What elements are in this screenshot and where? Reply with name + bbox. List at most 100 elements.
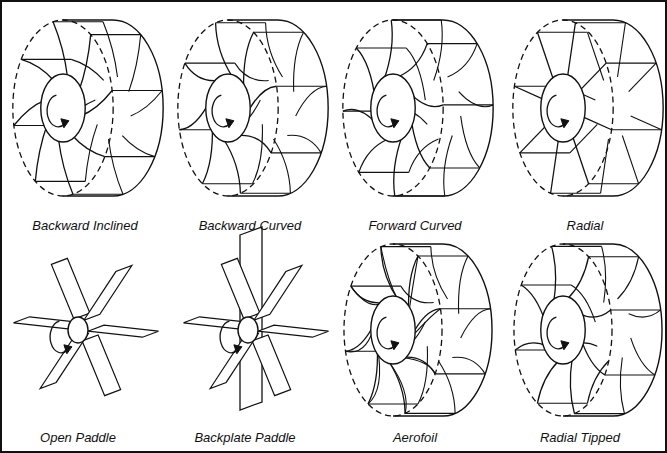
rotation-arrowhead xyxy=(561,119,569,128)
blade-tip xyxy=(395,195,445,196)
blade-back-edge xyxy=(273,139,290,193)
blade-tip xyxy=(427,43,477,44)
blade-front-edge xyxy=(223,139,240,193)
back-plate xyxy=(113,20,163,196)
rotation-arrowhead xyxy=(391,341,399,350)
aerofoil-blade-face xyxy=(381,247,398,299)
hub xyxy=(238,317,258,343)
blade-back-edge xyxy=(444,136,453,196)
blade-tip xyxy=(521,284,571,285)
blade-tip xyxy=(418,255,468,256)
blade-back-edge xyxy=(601,139,609,193)
blade-tip xyxy=(240,193,290,194)
impeller-type-label: Radial xyxy=(567,218,604,234)
blade-front-edge xyxy=(53,22,67,77)
paddle-wheel xyxy=(14,258,159,395)
blade-tip xyxy=(520,152,570,153)
blade-back-edge xyxy=(418,346,428,404)
blade-tip xyxy=(537,403,587,404)
blade-tip xyxy=(606,63,656,64)
blade-back-edge xyxy=(252,124,262,183)
blade-front-edge xyxy=(72,136,105,157)
blade-back-edge xyxy=(287,135,321,153)
hub xyxy=(41,74,85,142)
blade-tip xyxy=(574,413,624,414)
blade-front-edge xyxy=(21,59,54,80)
back-plate xyxy=(278,20,328,196)
blade-tip xyxy=(435,373,485,374)
hub xyxy=(541,296,585,364)
blade-front-edge xyxy=(202,124,212,183)
blade-front-edge xyxy=(537,361,558,403)
front-ring xyxy=(13,20,113,196)
back-plate xyxy=(443,244,492,416)
impeller-type-label: Open Paddle xyxy=(40,430,116,446)
impeller-wheel xyxy=(344,244,492,416)
blade-front-edge xyxy=(581,116,612,130)
back-plate xyxy=(613,20,663,196)
blade-back-edge xyxy=(103,22,117,77)
blade-front-edge xyxy=(552,246,556,302)
blade-back-edge xyxy=(122,136,155,157)
blade-tip xyxy=(271,152,321,153)
blade-front-edge xyxy=(35,124,47,181)
blade-front-edge xyxy=(244,32,254,91)
blade-back-edge xyxy=(452,357,485,374)
paddle-blade xyxy=(82,335,121,396)
paddle-blade xyxy=(84,266,132,321)
hub xyxy=(68,317,88,343)
shroud-edge xyxy=(63,19,113,20)
blade-front-edge xyxy=(514,86,545,100)
blade-back-edge xyxy=(602,246,606,302)
rotation-arrowhead xyxy=(391,119,399,128)
blade-back-edge xyxy=(85,124,97,181)
blade-tip xyxy=(611,309,661,310)
blade-tip xyxy=(21,59,71,60)
impeller-type-label: Forward Curved xyxy=(368,218,461,234)
blade-back-edge xyxy=(409,139,439,172)
blade-front-edge xyxy=(368,346,378,404)
blade-tip xyxy=(351,286,401,287)
aerofoil-blade-face xyxy=(388,361,406,413)
blade-tip xyxy=(443,104,493,105)
blade-tip xyxy=(185,63,235,64)
blade-tip xyxy=(430,167,480,168)
impeller-wheel xyxy=(513,20,663,196)
blade-back-edge xyxy=(448,44,478,77)
blade-tip xyxy=(589,183,639,184)
paddle-wheel xyxy=(184,227,329,410)
blade-back-edge xyxy=(431,247,448,299)
blade-front-edge xyxy=(568,257,589,299)
aerofoil-blade-face xyxy=(351,286,384,305)
blade-back-edge xyxy=(108,139,122,194)
blade-front-edge xyxy=(58,139,72,194)
hub xyxy=(541,74,585,142)
blade-front-edge xyxy=(521,285,545,322)
blade-tip xyxy=(356,47,406,48)
blade-front-edge xyxy=(216,23,233,77)
blade-tip xyxy=(381,246,431,247)
blade-tip xyxy=(575,22,625,23)
blade-tip xyxy=(537,32,587,33)
front-ring xyxy=(513,20,613,196)
hub xyxy=(371,74,415,142)
blade-tip xyxy=(112,90,162,91)
blade-back-edge xyxy=(587,361,608,403)
blade-back-edge xyxy=(461,309,491,338)
blade-tip xyxy=(91,34,141,35)
blade-back-edge xyxy=(618,23,626,77)
blade-back-edge xyxy=(131,91,162,116)
impeller-type-label: Backward Curved xyxy=(199,218,302,234)
front-ring xyxy=(178,20,278,196)
blade-back-edge xyxy=(631,116,662,130)
blade-back-edge xyxy=(629,63,656,92)
blade-back-edge xyxy=(629,310,661,317)
blade-tip xyxy=(359,172,409,173)
blade-tip xyxy=(35,181,85,182)
blade-front-edge xyxy=(572,136,588,184)
impeller-type-label: Radial Tipped xyxy=(540,430,620,446)
blade-back-edge xyxy=(71,59,104,80)
rotation-arrowhead xyxy=(61,119,69,128)
blade-tip xyxy=(551,193,601,194)
